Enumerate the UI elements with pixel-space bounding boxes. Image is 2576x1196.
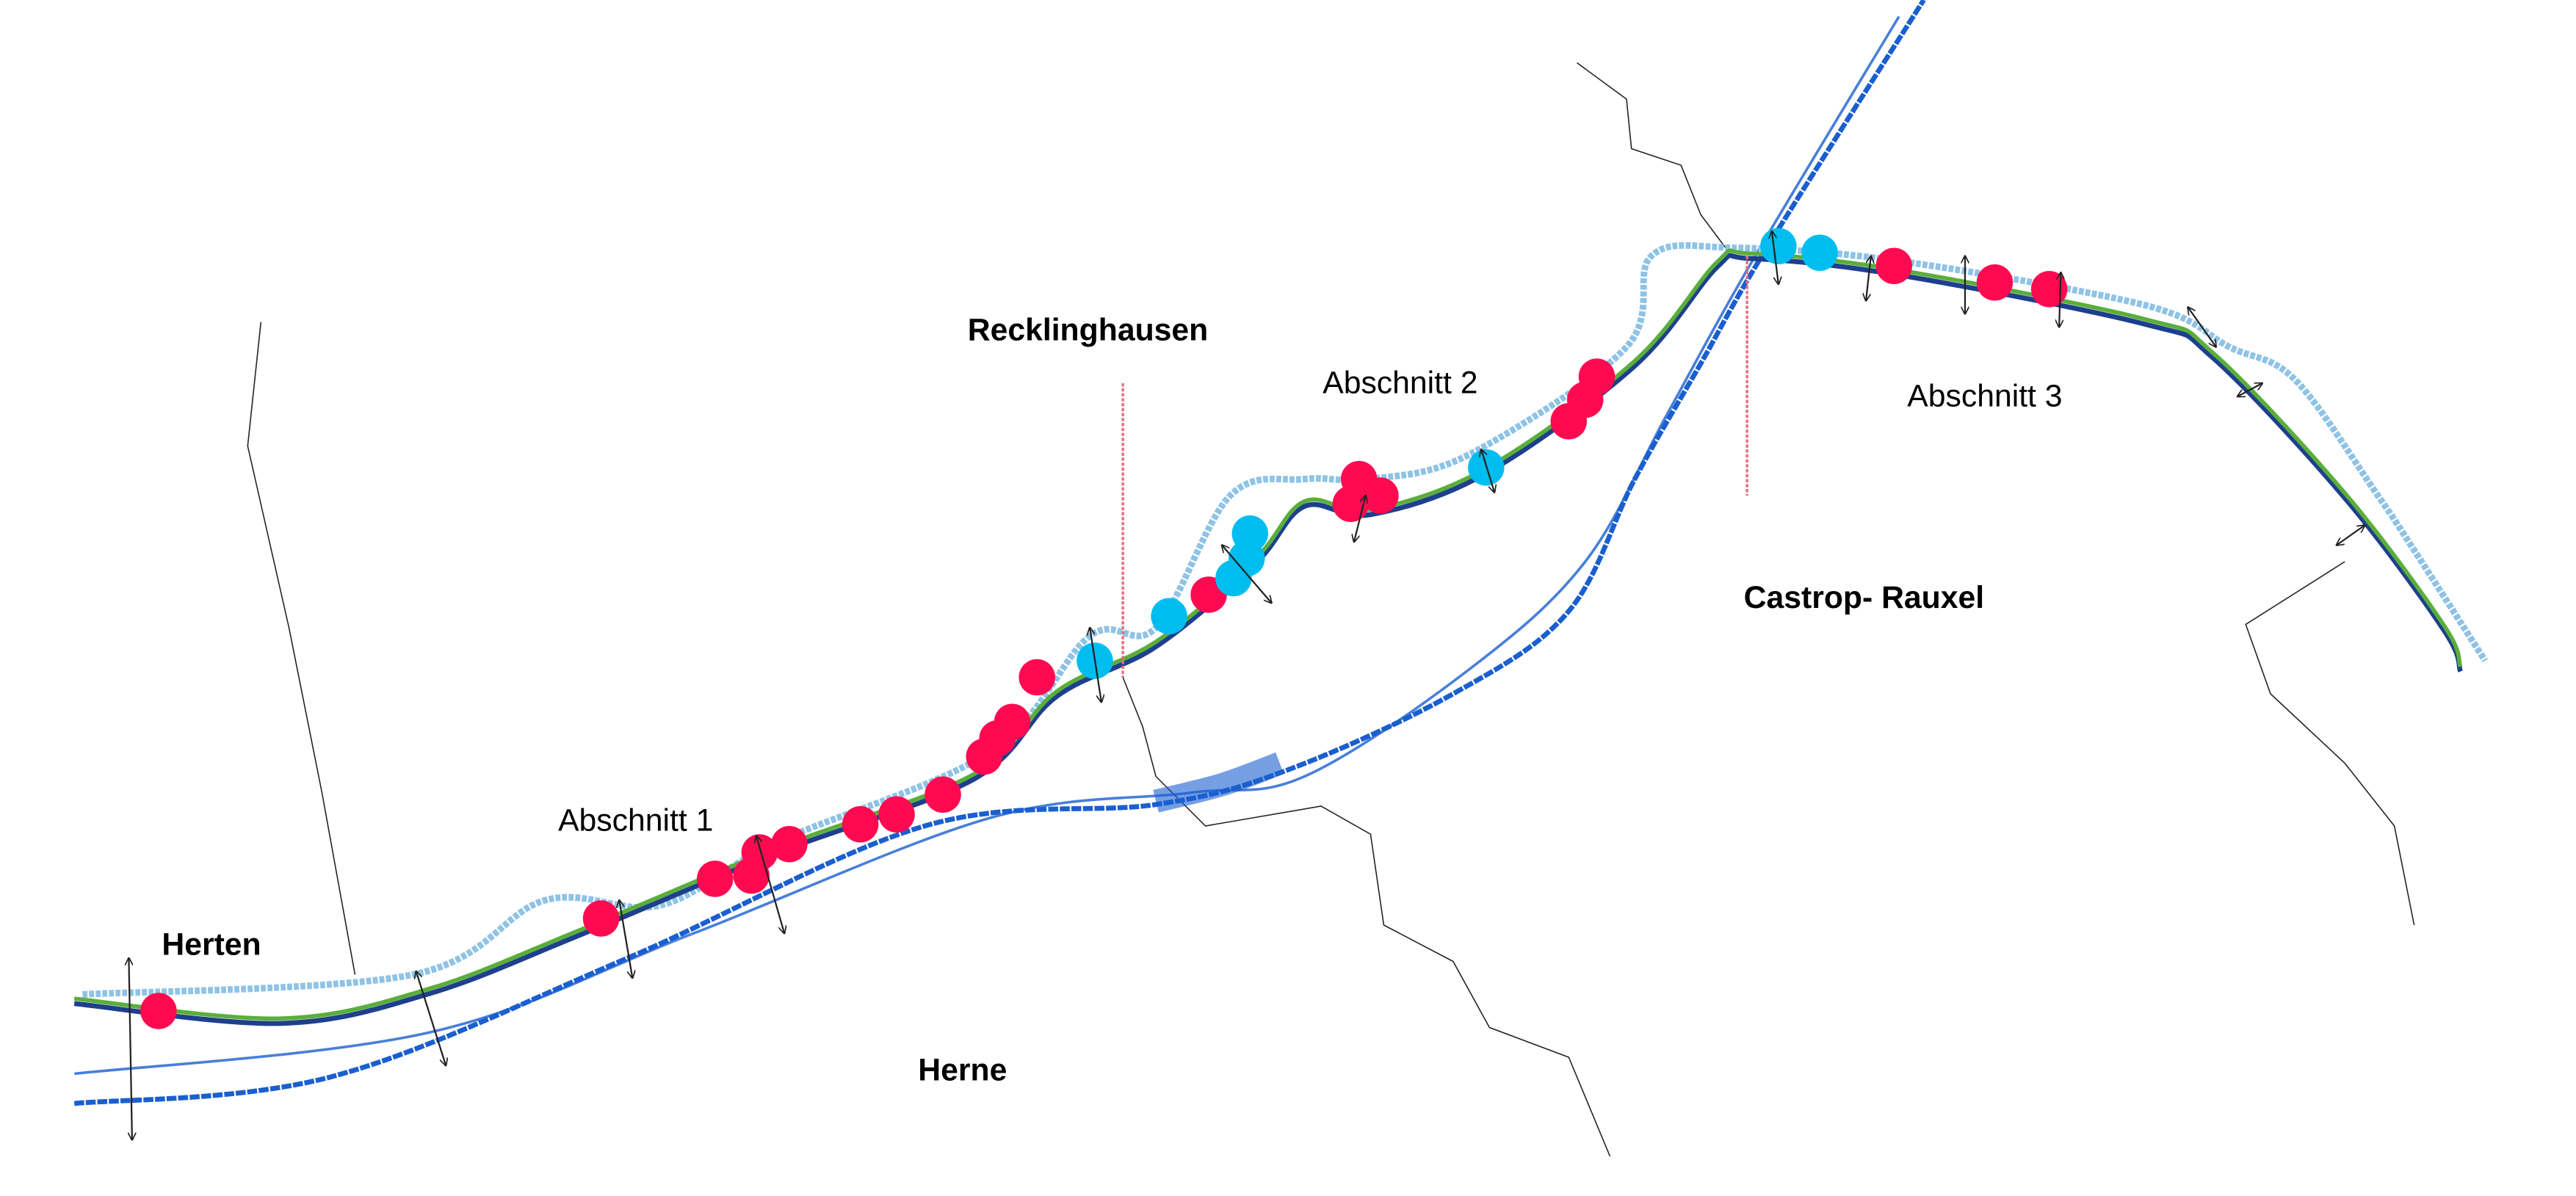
boundary-line bbox=[1122, 677, 1611, 1157]
markers bbox=[140, 228, 2068, 1029]
red-marker bbox=[771, 826, 808, 863]
section-label-3: Abschnitt 3 bbox=[1907, 378, 2062, 413]
double-arrow-icon bbox=[2337, 526, 2365, 546]
double-arrow-icon bbox=[2237, 383, 2262, 396]
red-marker bbox=[842, 806, 879, 843]
canal-navy-line bbox=[73, 253, 2463, 1026]
double-arrow-icon bbox=[619, 900, 632, 978]
red-marker bbox=[994, 703, 1031, 740]
place-label-castrop-rauxel: Castrop- Rauxel bbox=[1744, 580, 1985, 615]
double-arrow-icon bbox=[1772, 231, 1779, 284]
municipal-boundaries bbox=[247, 62, 2415, 1157]
red-marker bbox=[878, 796, 915, 833]
section-dividers bbox=[1121, 255, 1748, 678]
bank-line bbox=[82, 242, 2489, 998]
place-label-herten: Herten bbox=[162, 927, 261, 962]
canal-green-line bbox=[73, 248, 2463, 1021]
red-marker bbox=[1976, 264, 2014, 301]
place-label-herne: Herne bbox=[918, 1052, 1007, 1087]
river-line bbox=[73, 15, 1900, 1076]
double-arrow-icon bbox=[129, 958, 131, 1140]
canal-banks bbox=[82, 242, 2489, 998]
emscher-river bbox=[73, 0, 1926, 1106]
double-arrow-icon bbox=[1222, 546, 1271, 604]
red-marker bbox=[582, 900, 620, 937]
double-arrow-icon bbox=[1354, 496, 1366, 542]
boundary-line bbox=[247, 322, 356, 975]
red-marker bbox=[696, 860, 734, 897]
red-marker bbox=[1019, 659, 1055, 696]
red-marker bbox=[2030, 271, 2068, 308]
red-marker bbox=[1578, 358, 1616, 395]
double-arrow-icon bbox=[1090, 628, 1101, 702]
river-hatch bbox=[1153, 752, 1284, 813]
cyan-marker bbox=[1231, 515, 1269, 552]
double-arrow-icon bbox=[2059, 272, 2061, 327]
double-arrow-icon bbox=[756, 836, 784, 934]
boundary-line bbox=[1577, 62, 1726, 248]
double-arrow-icon bbox=[1866, 256, 1871, 301]
red-marker bbox=[1875, 247, 1913, 284]
red-marker bbox=[140, 993, 177, 1029]
river-line bbox=[73, 0, 1926, 1106]
cyan-marker bbox=[1760, 228, 1797, 264]
crossing-arrows bbox=[129, 231, 2365, 1140]
cyan-marker bbox=[1801, 234, 1838, 271]
double-arrow-icon bbox=[2188, 308, 2216, 347]
section-label-1: Abschnitt 1 bbox=[558, 803, 713, 838]
section-label-2: Abschnitt 2 bbox=[1323, 365, 1477, 400]
red-marker bbox=[925, 776, 961, 813]
double-arrow-icon bbox=[1481, 449, 1494, 493]
red-marker bbox=[1362, 477, 1399, 514]
boundary-line bbox=[2245, 561, 2415, 926]
cyan-marker bbox=[1151, 598, 1187, 634]
place-label-recklinghausen: Recklinghausen bbox=[968, 312, 1209, 347]
rhine-herne-canal bbox=[73, 248, 2463, 1026]
double-arrow-icon bbox=[416, 971, 446, 1065]
